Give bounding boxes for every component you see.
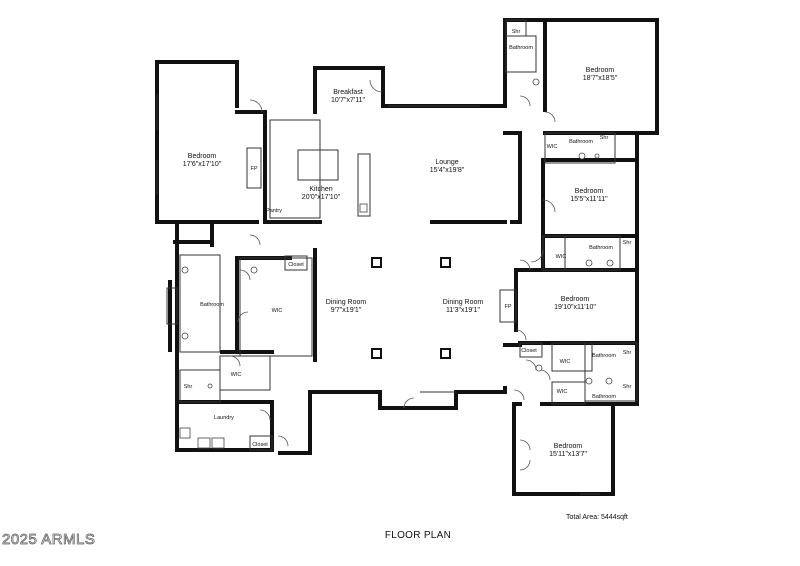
closet-label-laundry: Closet	[252, 442, 268, 448]
kitchen-counter	[357, 153, 371, 217]
room-dim-bedroom-ne: 18'7"x18'5"	[583, 75, 618, 82]
room-dim-dining-w: 9'7"x19'1"	[331, 307, 362, 314]
room-name-bedroom-se: Bedroom	[554, 443, 583, 450]
shr-label-e3: Shr	[623, 350, 632, 356]
room-labels: Breakfast 10'7"x7'11" Bedroom 17'6"x17'1…	[183, 67, 618, 458]
closet-label-east: Closet	[521, 348, 537, 354]
fireplace-e	[499, 289, 517, 323]
wic-west	[239, 257, 313, 357]
pantry-label: Pantry	[266, 208, 282, 214]
room-name-lounge: Lounge	[435, 159, 458, 166]
room-name-dining-e: Dining Room	[443, 299, 484, 306]
column	[440, 257, 451, 268]
room-dim-lounge: 15'4"x19'8"	[430, 167, 465, 174]
room-name-breakfast: Breakfast	[333, 89, 363, 96]
column	[440, 348, 451, 359]
room-name-bedroom-ne: Bedroom	[586, 67, 615, 74]
columns	[371, 257, 451, 359]
wic-label-e3: WIC	[560, 359, 571, 365]
room-dim-bedroom-e1: 15'5"x11'11"	[570, 196, 608, 203]
shr-label-ne: Shr	[512, 29, 521, 35]
wic-label-e4: WIC	[557, 389, 568, 395]
room-name-bedroom-nw: Bedroom	[188, 153, 217, 160]
shr-label-e2: Shr	[623, 240, 632, 246]
bathroom-label-w: Bathroom	[200, 302, 224, 308]
room-dim-kitchen: 20'0"x17'10"	[302, 194, 341, 201]
room-dim-bedroom-nw: 17'6"x17'10"	[183, 161, 222, 168]
laundry-label: Laundry	[214, 415, 234, 421]
room-dim-bedroom-se: 15'11"x13'7"	[549, 451, 587, 458]
wic-label-west: WIC	[272, 308, 283, 314]
wic-label-sw: WIC	[231, 372, 242, 378]
room-name-bedroom-e1: Bedroom	[575, 188, 604, 195]
windows	[156, 95, 600, 495]
bathroom-label-e1: Bathroom	[569, 139, 593, 145]
room-dim-bedroom-e2: 19'10"x11'10"	[554, 304, 596, 311]
bathroom-label-e4: Bathroom	[592, 394, 616, 400]
room-name-kitchen: Kitchen	[309, 186, 332, 193]
bathroom-label-e3: Bathroom	[592, 353, 616, 359]
shr-label-e4: Shr	[623, 384, 632, 390]
fixtures	[181, 78, 614, 389]
shr-label-e1: Shr	[600, 135, 609, 141]
fireplace-nw	[246, 147, 262, 189]
room-name-dining-w: Dining Room	[326, 299, 367, 306]
floor-plan-title: FLOOR PLAN	[384, 530, 452, 541]
bathroom-label-ne: Bathroom	[509, 45, 533, 51]
fp-label-e: FP	[504, 304, 511, 310]
interior-lines	[166, 19, 638, 451]
room-name-bedroom-e2: Bedroom	[561, 296, 590, 303]
doors	[229, 79, 556, 471]
total-area-label: Total Area: 5444sqft	[566, 514, 628, 521]
column	[371, 257, 382, 268]
bathroom-label-e2: Bathroom	[589, 245, 613, 251]
watermark: 2025 ARMLS	[2, 531, 96, 549]
small-labels: FP FP Pantry Closet Closet Closet WIC WI…	[184, 29, 632, 448]
room-dim-breakfast: 10'7"x7'11"	[331, 97, 365, 104]
closet-label-center: Closet	[288, 262, 304, 268]
room-dim-dining-e: 11'3"x19'1"	[446, 307, 480, 314]
shr-label-sw: Shr	[184, 384, 193, 390]
wic-label-e1: WIC	[547, 144, 558, 150]
wic-label-e2: WIC	[556, 254, 567, 260]
column	[371, 348, 382, 359]
exterior-walls	[155, 18, 659, 496]
fp-label-nw: FP	[250, 166, 257, 172]
kitchen-island	[297, 149, 339, 181]
